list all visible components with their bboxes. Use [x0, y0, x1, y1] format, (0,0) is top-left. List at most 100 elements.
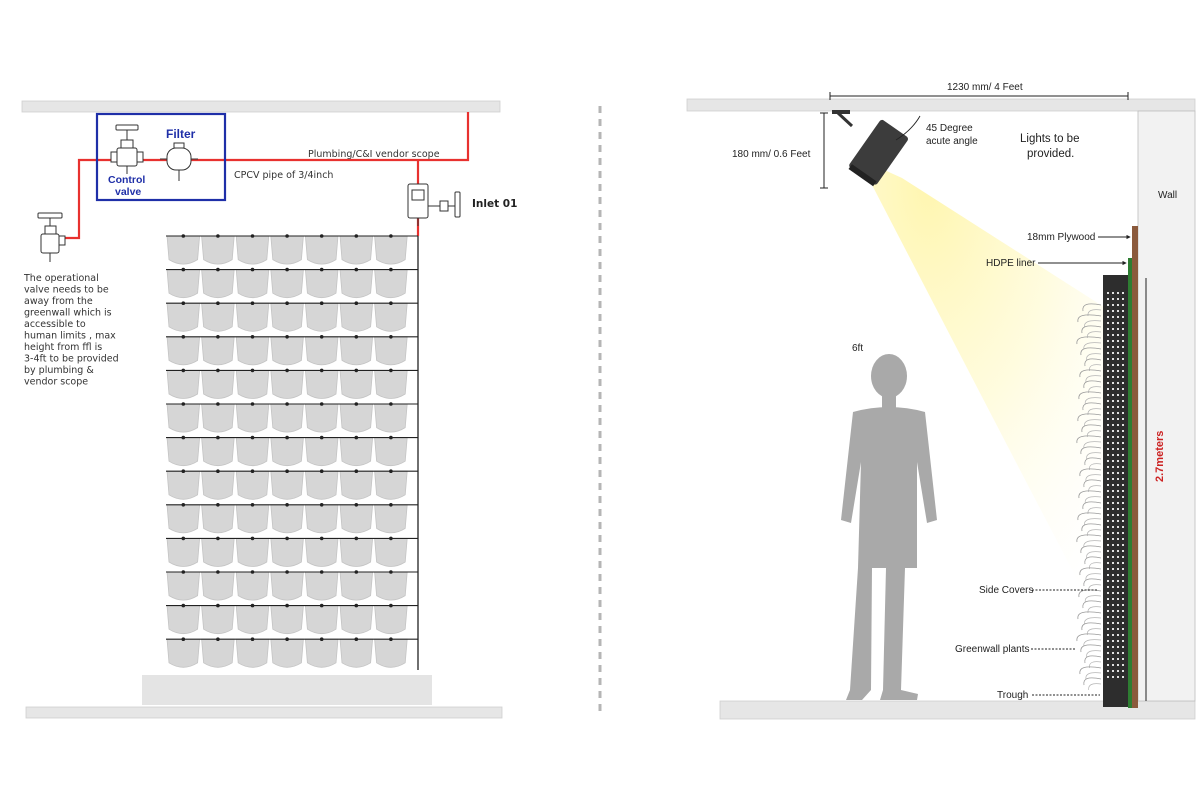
panel-dot	[1107, 370, 1109, 372]
panel-dot	[1122, 430, 1124, 432]
width-dimension-label: 1230 mm/ 4 Feet	[947, 82, 1023, 93]
plant-frond	[1082, 600, 1102, 609]
panel-dot	[1117, 346, 1119, 348]
panel-dot	[1107, 502, 1109, 504]
panel-dot	[1107, 484, 1109, 486]
right-floor-slab	[719, 700, 1196, 720]
panel-dot	[1112, 556, 1114, 558]
greenwall-module	[235, 336, 270, 366]
panel-dot	[1122, 520, 1124, 522]
panel-dot	[1112, 376, 1114, 378]
panel-dot	[1117, 520, 1119, 522]
panel-dot	[1122, 574, 1124, 576]
panel-dot	[1117, 412, 1119, 414]
panel-dot	[1117, 454, 1119, 456]
panel-dot	[1117, 418, 1119, 420]
panel-dot	[1117, 568, 1119, 570]
width-dimension-line	[829, 92, 1129, 100]
greenwall-panel	[1103, 275, 1128, 707]
panel-dot	[1117, 448, 1119, 450]
panel-dot	[1112, 370, 1114, 372]
panel-dot	[1117, 490, 1119, 492]
greenwall-module	[374, 269, 408, 299]
panel-dot	[1122, 472, 1124, 474]
hdpe-liner-layer	[1128, 258, 1132, 708]
panel-dot	[1122, 406, 1124, 408]
panel-dot	[1107, 568, 1109, 570]
panel-dot	[1112, 304, 1114, 306]
panel-dot	[1112, 460, 1114, 462]
control-valve-label-1: Control	[108, 174, 145, 186]
panel-dot	[1122, 352, 1124, 354]
panel-dot	[1122, 532, 1124, 534]
panel-dot	[1112, 640, 1114, 642]
greenwall-module	[270, 605, 304, 635]
plant-frond	[1082, 303, 1102, 312]
panel-dot	[1117, 646, 1119, 648]
panel-dot	[1117, 562, 1119, 564]
panel-dot	[1112, 508, 1114, 510]
panel-dot	[1122, 298, 1124, 300]
panel-dot	[1117, 436, 1119, 438]
valve-filter-box	[95, 112, 227, 202]
plant-frond	[1084, 556, 1102, 565]
panel-dot	[1107, 322, 1109, 324]
panel-dot	[1107, 532, 1109, 534]
greenwall-module	[339, 470, 374, 500]
greenwall-module-grid	[166, 234, 418, 668]
plywood-layer	[1132, 226, 1138, 708]
greenwall-module	[339, 302, 374, 332]
panel-dot	[1107, 616, 1109, 618]
panel-dot	[1112, 622, 1114, 624]
greenwall-module	[339, 336, 374, 366]
operational-note-line: 3-4ft to be provided	[24, 354, 119, 365]
panel-dot	[1112, 388, 1114, 390]
panel-dot	[1117, 502, 1119, 504]
panel-dot	[1122, 628, 1124, 630]
greenwall-module	[304, 403, 339, 433]
trough-label: Trough	[997, 690, 1028, 701]
panel-dot	[1117, 616, 1119, 618]
greenwall-module	[201, 571, 235, 601]
person-silhouette	[841, 354, 937, 700]
panel-dot	[1112, 424, 1114, 426]
greenwall-module	[304, 269, 339, 299]
panel-dot	[1107, 538, 1109, 540]
panel-dot	[1117, 334, 1119, 336]
greenwall-module	[235, 470, 270, 500]
greenwall-module	[201, 605, 235, 635]
greenwall-module	[304, 571, 339, 601]
greenwall-module	[201, 336, 235, 366]
plant-frond	[1083, 441, 1102, 449]
panel-dot	[1117, 544, 1119, 546]
panel-dot	[1112, 328, 1114, 330]
panel-dot	[1117, 388, 1119, 390]
panel-dot	[1117, 472, 1119, 474]
panel-dot	[1122, 436, 1124, 438]
greenwall-module	[270, 269, 304, 299]
panel-dot	[1107, 340, 1109, 342]
plant-frond	[1084, 457, 1102, 466]
right-section-view: Wall 1230 mm/ 4 Feet 180 m	[686, 82, 1196, 720]
side-covers-label: Side Covers	[979, 585, 1033, 596]
greenwall-module	[235, 302, 270, 332]
panel-dot	[1112, 628, 1114, 630]
liner-label: HDPE liner	[986, 258, 1036, 269]
panel-dot	[1107, 388, 1109, 390]
panel-dot	[1117, 526, 1119, 528]
panel-dot	[1122, 328, 1124, 330]
greenwall-module	[374, 235, 408, 265]
panel-dot	[1122, 580, 1124, 582]
lights-note-2: provided.	[1027, 148, 1074, 160]
greenwall-module	[339, 370, 374, 399]
greenwall-module	[304, 370, 339, 399]
panel-dot	[1117, 610, 1119, 612]
panel-dot	[1107, 652, 1109, 654]
panel-dot	[1107, 418, 1109, 420]
plant-frond	[1085, 375, 1102, 383]
greenwall-module	[166, 571, 201, 601]
greenwall-module	[201, 638, 235, 668]
greenwall-module	[201, 437, 235, 467]
greenwall-module	[374, 336, 408, 366]
